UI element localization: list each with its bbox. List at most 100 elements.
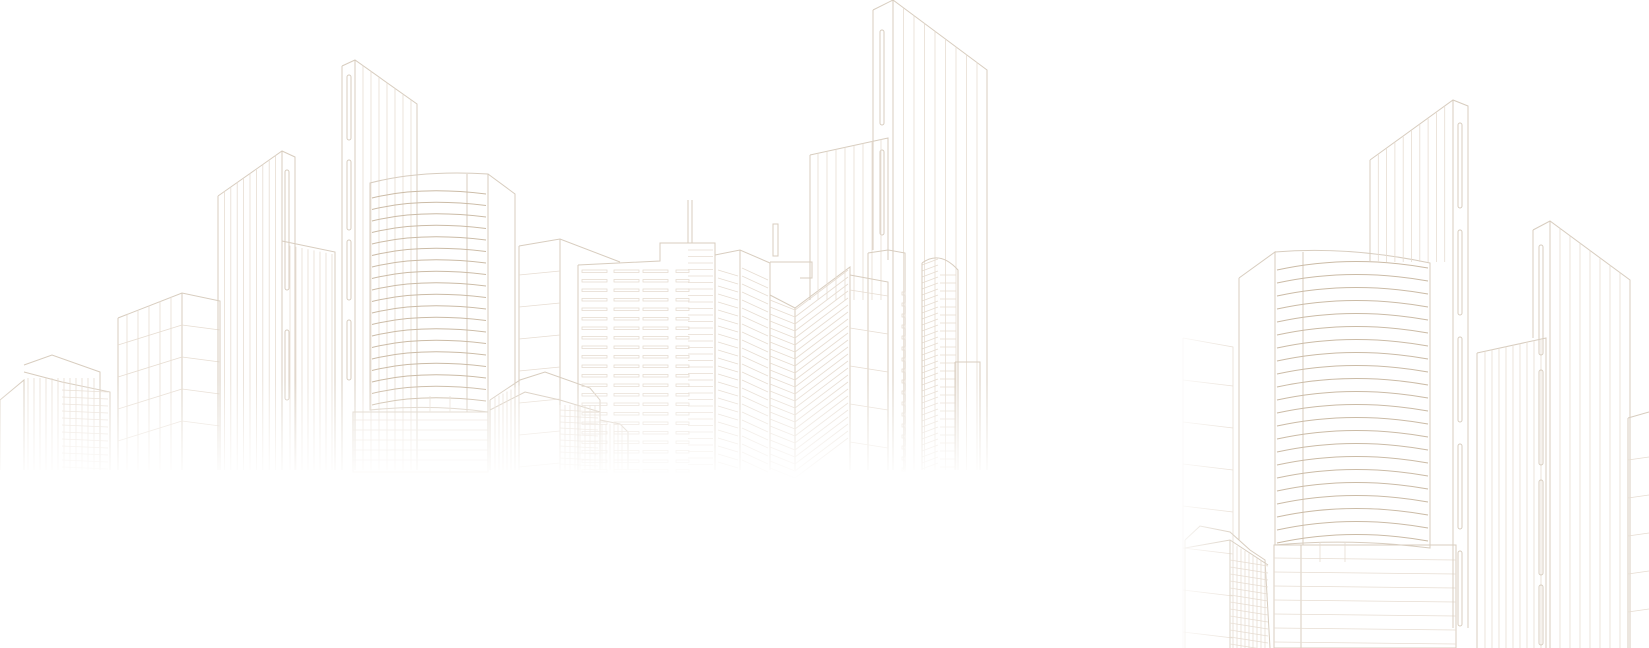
floor-line	[1276, 507, 1429, 518]
facade-line	[518, 302, 561, 308]
facade-line	[1627, 456, 1649, 461]
facade-line	[921, 366, 939, 374]
floor-line	[371, 362, 487, 371]
facade-line	[1273, 585, 1457, 589]
fade-left-skyline	[0, 380, 1000, 480]
window	[613, 326, 640, 330]
facade-line	[921, 306, 939, 314]
facade-line	[769, 299, 796, 311]
floor-line	[371, 316, 487, 325]
building-curved-right	[1238, 249, 1431, 549]
facade-line	[769, 306, 796, 318]
facade-line	[717, 277, 739, 285]
window	[581, 326, 608, 330]
facade-line	[769, 341, 796, 353]
blank-ground	[0, 478, 1110, 648]
floor-line	[371, 305, 487, 314]
facade-line	[741, 355, 769, 369]
window	[613, 307, 640, 311]
facade-line	[794, 318, 849, 360]
window	[581, 317, 608, 321]
window	[642, 364, 669, 368]
window	[581, 364, 608, 368]
window	[613, 269, 640, 273]
facade-line	[181, 356, 221, 363]
window	[901, 357, 906, 362]
window	[675, 355, 690, 359]
floor-line	[371, 190, 487, 199]
floor-line	[371, 247, 487, 256]
floor-line	[1276, 390, 1429, 401]
floor-line	[1276, 481, 1429, 492]
floor-line	[1276, 325, 1429, 336]
facade-line	[921, 312, 939, 320]
facade-line	[1627, 570, 1649, 575]
facade-line	[741, 307, 769, 321]
facade-line	[741, 283, 769, 297]
window	[642, 298, 669, 302]
facade-line	[849, 327, 889, 335]
facade-line	[117, 324, 183, 346]
facade-line	[518, 366, 561, 372]
facade-line	[921, 330, 939, 338]
floor-line	[1276, 312, 1429, 323]
window	[642, 345, 669, 349]
facade-line	[1273, 571, 1457, 575]
floor-line	[1276, 299, 1429, 310]
window	[581, 298, 608, 302]
floor-line	[1276, 520, 1429, 531]
facade-line	[769, 313, 796, 325]
facade-line	[921, 318, 939, 326]
facade-line	[1627, 608, 1649, 613]
floor-line	[1276, 468, 1429, 479]
facade-line	[741, 363, 769, 377]
floor-line	[1276, 273, 1429, 284]
facade-line	[794, 304, 849, 346]
window	[613, 317, 640, 321]
facade-line	[921, 258, 939, 266]
facade-line	[921, 276, 939, 284]
window	[675, 317, 690, 321]
window	[675, 364, 690, 368]
facade-line	[717, 341, 739, 349]
floor-line	[1276, 416, 1429, 427]
floor-line	[1276, 260, 1429, 271]
facade-line	[921, 372, 939, 380]
facade-line	[741, 339, 769, 353]
window	[613, 374, 640, 378]
facade-line	[921, 288, 939, 296]
floor-line	[371, 328, 487, 337]
facade-line	[741, 267, 769, 281]
window	[675, 279, 690, 283]
facade-line	[769, 362, 796, 374]
window	[642, 374, 669, 378]
window	[901, 302, 906, 307]
window	[581, 279, 608, 283]
facade-line	[518, 334, 561, 340]
window	[581, 269, 608, 273]
facade-line	[849, 289, 889, 297]
floor-line	[371, 270, 487, 279]
floor-line	[371, 339, 487, 348]
facade-line	[741, 323, 769, 337]
window	[675, 288, 690, 292]
facade-line	[794, 276, 849, 318]
floor-line	[1276, 403, 1429, 414]
facade-line	[921, 300, 939, 308]
window	[642, 307, 669, 311]
facade-line	[1273, 641, 1457, 645]
window	[642, 269, 669, 273]
facade-line	[794, 325, 849, 367]
floor-line	[371, 282, 487, 291]
window	[675, 269, 690, 273]
facade-line	[1273, 627, 1457, 631]
facade-line	[921, 264, 939, 272]
facade-line	[794, 283, 849, 325]
facade-line	[717, 285, 739, 293]
facade-line	[769, 348, 796, 360]
facade-line	[921, 324, 939, 332]
building-mid-tower	[809, 137, 889, 300]
facade-line	[717, 357, 739, 365]
window	[642, 355, 669, 359]
facade-line	[1273, 613, 1457, 617]
